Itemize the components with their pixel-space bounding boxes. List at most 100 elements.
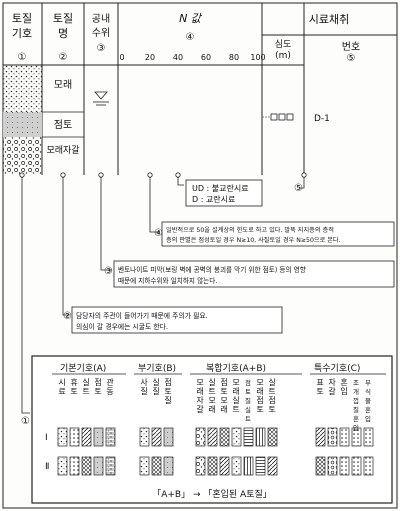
legend-swatch-row-1 [57, 427, 68, 447]
legend-symbol-label-char: 모 [208, 396, 215, 405]
legend-symbol-label-char: 료 [58, 387, 65, 396]
legend-swatch-row-1 [339, 427, 350, 447]
legend-swatch-row-2 [267, 456, 278, 476]
scale-tick-60: 60 [201, 53, 211, 62]
note-5-line1: UD : 불교란시료 [192, 183, 249, 193]
header-col2-line2: 명 [58, 27, 68, 40]
legend-swatch-row-1 [267, 427, 278, 447]
legend-swatch-row-2 [81, 456, 92, 476]
legend-swatch-row-2 [219, 456, 230, 476]
note-4-box [161, 221, 395, 247]
scale-tick-100: 100 [250, 53, 265, 62]
legend-symbol-label-char: 모 [256, 378, 263, 387]
legend-swatch-row-2 [57, 456, 68, 476]
legend-symbol-label-char: 자 [328, 378, 336, 387]
note-4-line1: 일반적으로 50을 설계상의 한도로 하고 있다. 말뚝 지지층의 층적 [166, 226, 334, 234]
header-num-5: ⑤ [347, 53, 356, 64]
note-2-line1: 담당자의 주관이 들어가기 때문에 주의가 필요. [76, 311, 208, 320]
header-depth-line1: 심도 [275, 39, 292, 50]
legend-row-2-label: Ⅱ [45, 462, 49, 472]
legend-symbol-label-char: 토 [268, 405, 275, 414]
note-5-line2: D : 교란시료 [192, 194, 235, 204]
header-col2-line1: 토질 [53, 12, 73, 25]
soil-layer-clay: 점토 [54, 119, 72, 131]
legend-swatch-row-1 [363, 427, 374, 447]
header-col3-line1: 공내 [92, 13, 110, 25]
header-number: 번호 [342, 41, 360, 53]
legend-symbol-label-char: 토 [245, 388, 251, 396]
legend-symbol-label-char: 갈 [328, 387, 336, 396]
header-num-1: ① [18, 52, 27, 63]
legend-row-1-label: Ⅰ [45, 433, 48, 443]
legend-symbol-label-char: 혼 [353, 414, 359, 423]
legend-symbol-label-char: 입 [340, 387, 347, 396]
legend-group-basic: 기본기호(A) [60, 363, 106, 374]
legend-symbol-label-char: 식 [365, 387, 371, 396]
soil-layer-sand: 모래 [54, 79, 72, 91]
legend-swatch-row-1 [139, 427, 150, 447]
legend-symbol-label-char: 실 [152, 377, 159, 387]
legend-swatch-row-1 [69, 427, 80, 447]
legend-swatch-row-1 [195, 427, 206, 447]
legend-symbol-label-char: 점 [220, 377, 227, 387]
legend-swatch-row-2 [93, 456, 104, 476]
legend-symbol-label-char: 토 [94, 387, 101, 396]
sample-id: D-1 [314, 114, 330, 124]
header-num-3: ③ [97, 43, 106, 54]
legend-swatch-row-1 [81, 427, 92, 447]
legend-symbol-label-char: 점 [268, 395, 275, 405]
header-col1-line2: 기호 [12, 27, 32, 40]
legend-symbol-label-char: 모 [196, 378, 203, 387]
legend-symbol-label-char: 래 [220, 405, 227, 414]
legend-swatch-row-1 [105, 427, 116, 447]
note-4-line2: 층의 판별은 점성토일 경우 N≥10, 사질토일 경우 N≥50으로 본다. [166, 236, 341, 244]
legend-symbol-label-char: 점 [256, 395, 263, 405]
legend-swatch-row-2 [255, 456, 266, 476]
note-2-num: ② [63, 311, 72, 322]
header-num-2: ② [59, 52, 68, 63]
legend-symbol-label-char: 트 [82, 387, 89, 396]
header-col3-line2: 수위 [92, 26, 110, 39]
legend-symbol-label-char: 갈 [196, 405, 204, 414]
legend-swatch-row-2 [163, 456, 174, 476]
legend-symbol-label-char: 껍 [353, 397, 359, 405]
legend-swatch-row-2 [207, 456, 218, 476]
note-3-num: ③ [104, 266, 113, 277]
legend-symbol-label-char: 관 [106, 377, 114, 387]
legend-symbol-label-char: 개 [353, 387, 359, 396]
soil-layer-sandgravel: 모래자갈 [46, 145, 79, 156]
legend-group-sub: 부기호(B) [138, 363, 176, 374]
note-5-num: ⑤ [294, 183, 303, 194]
legend-symbols: 시료휴토실트점토관동사질실질점토질모래자갈실트모래점토모래모래실트점토질실트모래… [57, 377, 374, 476]
legend-symbol-label-char: 모 [220, 396, 227, 405]
legend-swatch-row-2 [315, 456, 326, 476]
legend-symbol-label-char: 토 [164, 387, 171, 396]
legend-symbol-label-char: 래 [256, 387, 263, 396]
legend-symbol-label-char: 트 [232, 405, 239, 414]
legend-symbol-label-char: 트 [245, 415, 251, 423]
legend-symbol-label-char: 점 [245, 379, 251, 387]
legend-symbol-label-char: 트 [268, 387, 275, 396]
soil-layer-lines [42, 111, 84, 138]
legend-symbol-label-char: 점 [94, 377, 101, 387]
header-n-value: N 값 [179, 12, 203, 25]
legend-symbol-label-char: 질 [152, 387, 159, 396]
legend-symbol-label-char: 질 [245, 397, 251, 405]
legend-symbol-label-char: 자 [196, 396, 204, 405]
legend-symbol-label-char: 실 [232, 395, 239, 405]
legend-symbol-label-char: 래 [208, 405, 215, 414]
scale-tick-0: 0 [119, 53, 124, 62]
legend-symbol-label-char: 래 [232, 387, 239, 396]
legend-symbol-label-char: 동 [106, 387, 113, 396]
soil-clay-swatch [3, 112, 42, 137]
legend-symbol-label-char: 토 [256, 405, 263, 414]
legend-swatch-row-1 [163, 427, 174, 447]
legend-symbol-label-char: 혼 [365, 405, 371, 414]
legend-symbol-label-char: 질 [164, 396, 171, 405]
legend-symbol-label-char: 토 [70, 387, 77, 396]
legend-symbol-label-char: 모 [232, 378, 239, 387]
legend-swatch-row-2 [231, 456, 242, 476]
legend-symbol-label-char: 조 [353, 379, 359, 387]
